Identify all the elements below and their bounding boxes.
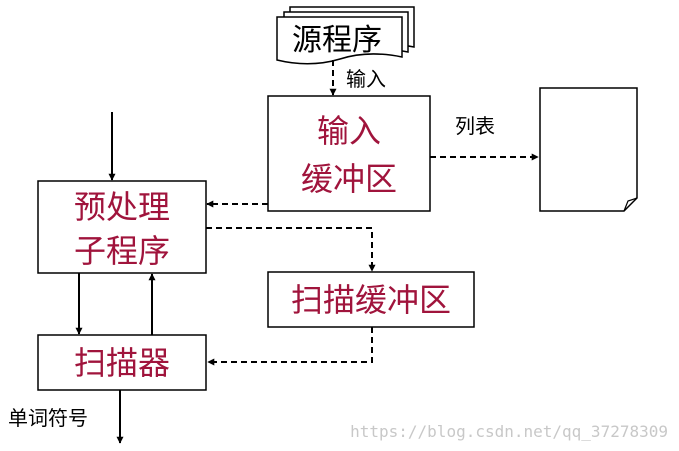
list-document (539, 87, 638, 212)
input-label: 输入 (346, 67, 386, 91)
scanner-box: 扫描器 (37, 334, 207, 391)
output-label: 单词符号 (8, 406, 88, 430)
preprocessor-line2: 子程序 (74, 232, 170, 270)
input-buffer-line2: 缓冲区 (301, 160, 397, 198)
scan-buffer-label: 扫描缓冲区 (291, 281, 451, 319)
scan-buffer-box: 扫描缓冲区 (267, 271, 475, 328)
scanner-label: 扫描器 (74, 344, 170, 382)
list-label: 列表 (455, 114, 495, 138)
preprocessor-to-scan-buffer-arrow (206, 227, 376, 272)
source-program-label: 源程序 (292, 23, 382, 58)
preprocessor-box: 预处理 子程序 (37, 180, 207, 274)
scan-buffer-to-scanner-arrow (207, 327, 373, 366)
input-buffer-box: 输入 缓冲区 (267, 95, 431, 212)
source-program-document: 源程序 (276, 6, 415, 65)
preprocessor-line1: 预处理 (74, 188, 170, 226)
input-buffer-line1: 输入 (317, 112, 381, 150)
watermark-text: https://blog.csdn.net/qq_37278309 (350, 422, 668, 441)
